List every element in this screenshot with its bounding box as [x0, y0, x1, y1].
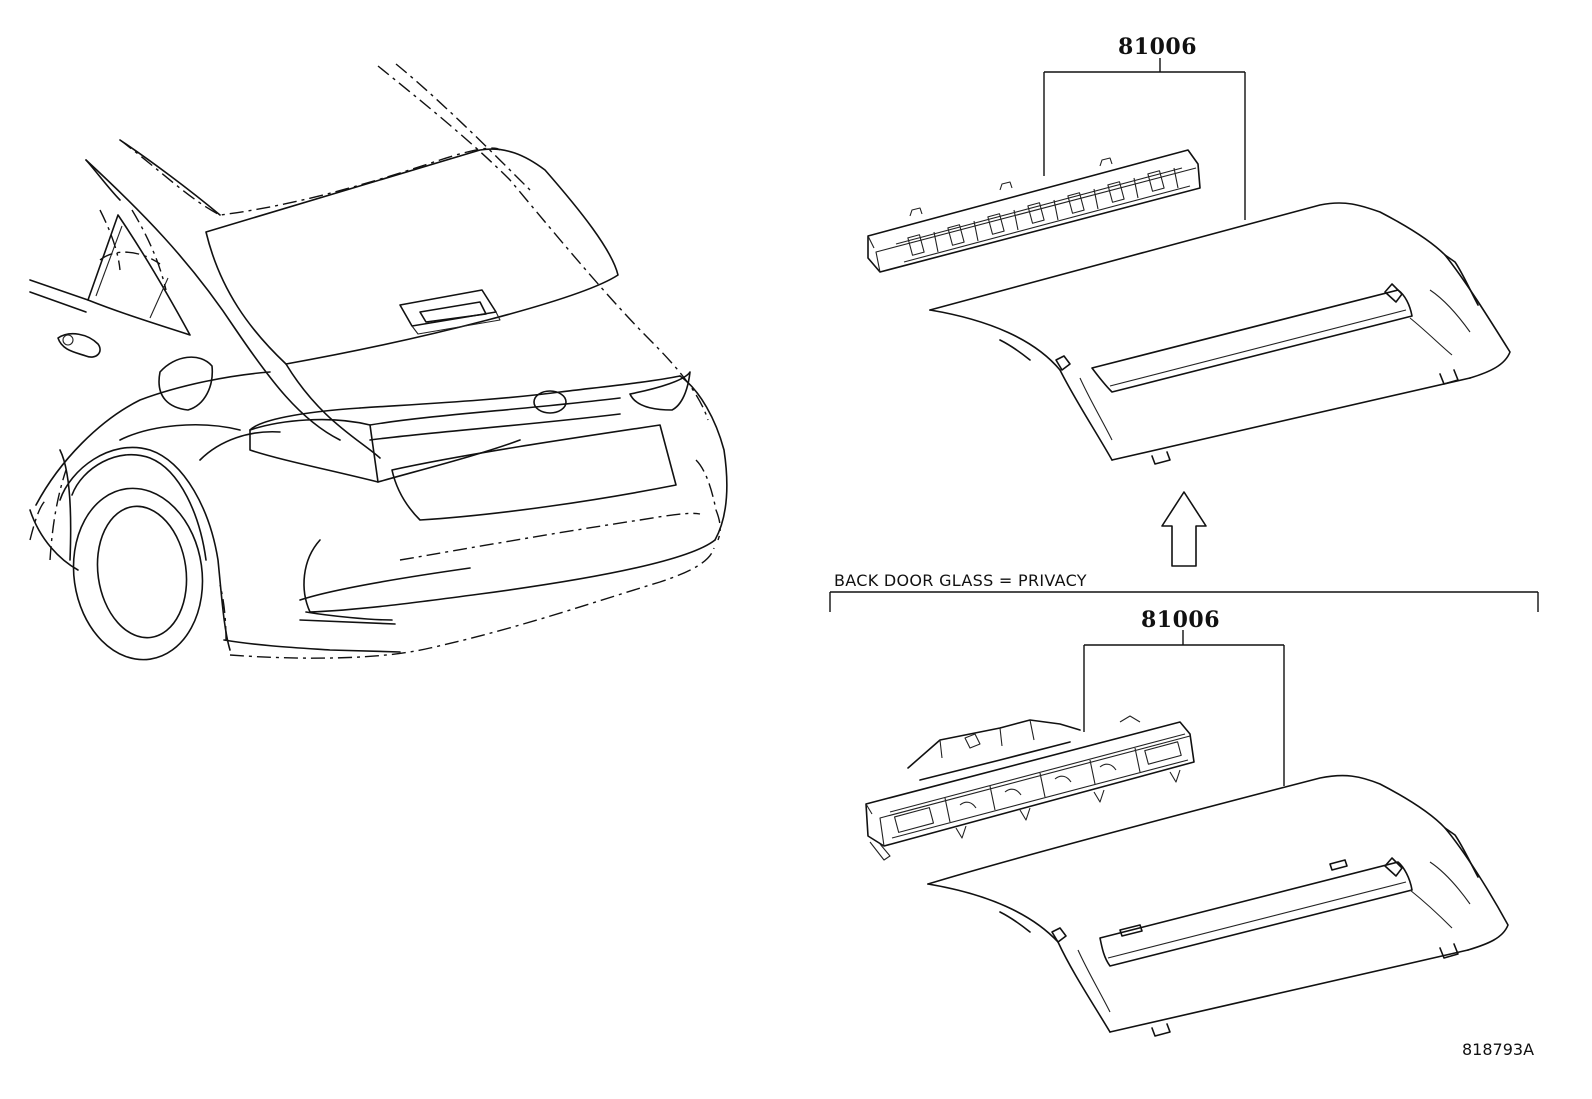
condition-bracket: [829, 591, 1539, 612]
upper-part-number[interactable]: 81006: [1118, 34, 1198, 60]
lower-callout-leader: [1083, 630, 1285, 786]
lower-part-number[interactable]: 81006: [1141, 607, 1221, 633]
high-mount-stop-lamp-icon: [867, 149, 1511, 465]
vehicle-rear-view-icon: [29, 63, 728, 661]
condition-label: BACK DOOR GLASS = PRIVACY: [834, 571, 1087, 590]
illustration-reference: 818793A: [1462, 1040, 1535, 1059]
upper-callout-leader: [1043, 58, 1246, 220]
up-arrow-icon: [1161, 491, 1207, 567]
high-mount-stop-lamp-privacy-icon: [865, 715, 1509, 1037]
